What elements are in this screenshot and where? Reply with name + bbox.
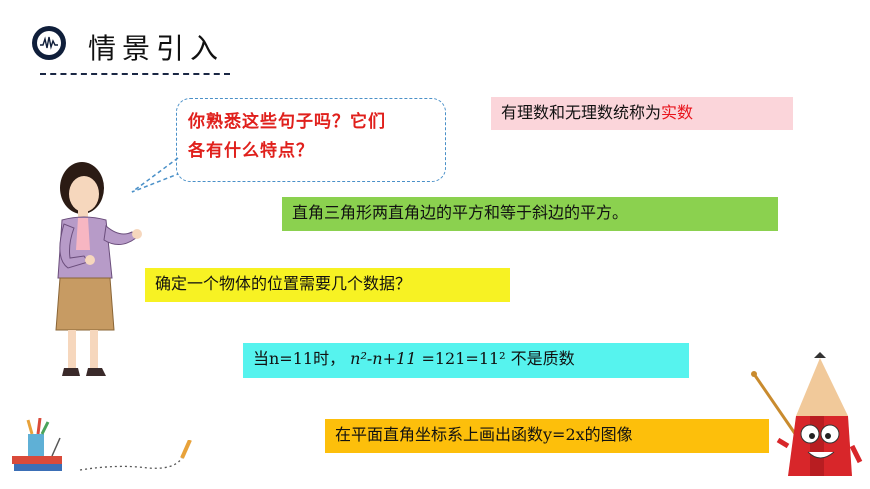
statement-prime: 当n=11时， n²-n+11 =121=11² 不是质数 (243, 343, 689, 378)
statement-pythagorean-text: 直角三角形两直角边的平方和等于斜边的平方。 (292, 203, 629, 222)
speech-bubble-tail (131, 157, 179, 193)
statement-function-text: 在平面直角坐标系上画出函数y=2x的图像 (335, 425, 633, 444)
bubble-text: 你熟悉这些句子吗？它们 各有什么特点？ (188, 108, 440, 166)
highlight-real-numbers: 实数 (661, 103, 694, 122)
statement-pythagorean: 直角三角形两直角边的平方和等于斜边的平方。 (282, 197, 778, 231)
statement-function: 在平面直角坐标系上画出函数y=2x的图像 (325, 419, 769, 453)
statement-prime-prefix: 当n=11时， (253, 349, 346, 368)
stationery-icon (12, 418, 62, 471)
waveform-logo-icon (37, 31, 61, 55)
statement-position: 确定一个物体的位置需要几个数据？ (145, 268, 510, 302)
statement-position-text: 确定一个物体的位置需要几个数据？ (155, 274, 412, 293)
title-divider (40, 73, 230, 75)
bubble-line-1: 你熟悉这些句子吗？它们 (188, 112, 386, 132)
page-title: 情景引入 (88, 32, 225, 65)
speech-bubble (176, 98, 446, 182)
bubble-line-2: 各有什么特点？ (188, 141, 314, 161)
pencil-mascot-icon (751, 352, 863, 476)
statement-prime-expr: n²-n+11 (350, 349, 417, 368)
statement-prime-suffix: =121=11² 不是质数 (416, 349, 575, 368)
statement-real-numbers-text: 有理数和无理数统称为 (501, 103, 662, 122)
dotted-path-decoration (79, 440, 192, 471)
teacher-illustration (55, 162, 142, 376)
statement-real-numbers: 有理数和无理数统称为实数 (491, 97, 793, 130)
